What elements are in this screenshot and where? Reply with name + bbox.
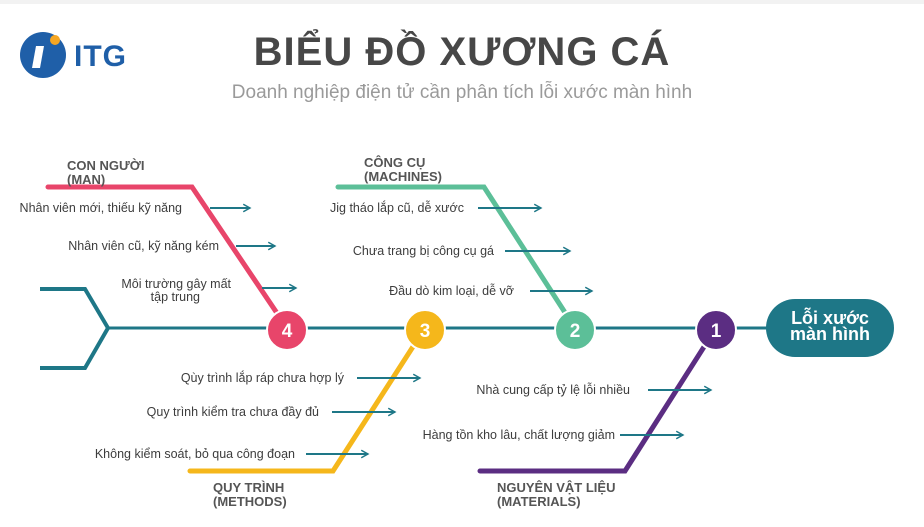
- cause-machines-2: Chưa trang bị công cụ gá: [353, 244, 494, 258]
- node-4-number: 4: [282, 321, 293, 342]
- node-1-number: 1: [711, 321, 722, 342]
- top-divider: [0, 0, 924, 4]
- node-2-number: 2: [570, 321, 581, 342]
- logo-text: ITG: [74, 40, 127, 73]
- node-2: 2: [554, 309, 596, 351]
- bone-machines: [335, 184, 578, 331]
- bone-man: [45, 184, 290, 331]
- cause-materials-2: Hàng tồn kho lâu, chất lượng giảm: [423, 428, 615, 442]
- category-materials-name: NGUYÊN VẬT LIỆU: [497, 480, 615, 495]
- bone-methods: [187, 325, 428, 474]
- effect-label-line2: màn hình: [790, 324, 870, 344]
- node-3-number: 3: [420, 321, 431, 342]
- category-machines-subtitle: (MACHINES): [364, 169, 442, 184]
- cause-man-2: Nhân viên cũ, kỹ năng kém: [68, 239, 219, 253]
- itg-logo: [20, 32, 66, 78]
- cause-methods-3: Không kiểm soát, bỏ qua công đoạn: [95, 447, 295, 461]
- cause-methods-1: Qùy trình lắp ráp chưa hợp lý: [181, 370, 345, 385]
- effect-label-line1: Lỗi xước: [791, 307, 869, 328]
- category-man-subtitle: (MAN): [67, 172, 105, 187]
- category-man-name: CON NGƯỜI: [67, 158, 145, 173]
- node-4: 4: [266, 309, 308, 351]
- node-1: 1: [695, 309, 737, 351]
- fish-tail: [40, 287, 111, 370]
- cause-man-3b: tập trung: [151, 290, 200, 304]
- page-subtitle: Doanh nghiệp điện tử cần phân tích lỗi x…: [231, 82, 693, 103]
- cause-machines-3: Đầu dò kim loại, dễ vỡ: [389, 283, 514, 298]
- effect-box: [766, 299, 894, 357]
- category-methods-name: QUY TRÌNH: [213, 480, 284, 495]
- category-materials-subtitle: (MATERIALS): [497, 494, 581, 509]
- page-title: BIỂU ĐỒ XƯƠNG CÁ: [253, 30, 671, 74]
- bone-materials: [477, 325, 719, 474]
- cause-methods-2: Quy trình kiểm tra chưa đầy đủ: [147, 405, 319, 419]
- cause-man-1: Nhân viên mới, thiếu kỹ năng: [20, 201, 182, 215]
- cause-machines-1: Jig tháo lắp cũ, dễ xước: [330, 200, 464, 215]
- cause-materials-1: Nhà cung cấp tỷ lệ lỗi nhiều: [476, 382, 630, 397]
- category-methods-subtitle: (METHODS): [213, 494, 287, 509]
- node-3: 3: [404, 309, 446, 351]
- category-machines-name: CÔNG CỤ: [364, 155, 425, 170]
- cause-man-3a: Môi trường gây mất: [121, 277, 231, 291]
